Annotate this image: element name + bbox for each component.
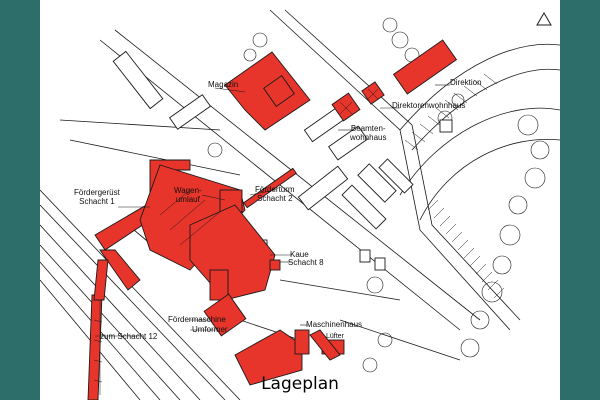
site-plan-drawing <box>40 9 560 400</box>
label-foerderturm-line2: Schacht 2 <box>256 194 293 203</box>
site-plan: Magazin Direktion Direktorenwohnhaus Bea… <box>40 0 560 400</box>
label-direktorenwohnhaus: Direktorenwohnhaus <box>392 101 466 110</box>
label-foerderturm: Förderturm Schacht 2 <box>255 185 295 203</box>
label-luefter: Lüfter <box>326 333 344 340</box>
label-kaue: Kaue <box>290 250 309 259</box>
label-magazin: Magazin <box>208 80 239 89</box>
triangle-north-icon <box>536 12 552 26</box>
label-foerdergeruest: Fördergerüst Schacht 1 <box>74 188 120 206</box>
label-wagenumlauf-line2: umlauf <box>175 195 200 204</box>
label-maschinenhaus: Maschinenhaus <box>306 320 363 329</box>
label-beamtenwohnhaus-line2: wohnhaus <box>350 133 387 142</box>
label-foerdermaschine: Fördermaschine <box>168 315 226 324</box>
building-hatching <box>93 88 379 395</box>
label-zum-schacht12: zum Schacht 12 <box>100 332 158 341</box>
label-foerdergeruest-line2: Schacht 1 <box>79 197 115 206</box>
label-wagenumlauf: Wagen- umlauf <box>174 186 202 204</box>
leader-lines <box>95 84 450 337</box>
rail-ties <box>404 73 505 299</box>
label-wagenumlauf-line1: Wagen- <box>174 186 202 195</box>
label-direktion: Direktion <box>450 78 482 87</box>
map-caption: Lageplan <box>261 374 339 394</box>
trees <box>207 17 550 373</box>
label-foerderturm-line1: Förderturm <box>255 185 295 194</box>
label-schacht8: Schacht 8 <box>288 258 324 267</box>
label-beamtenwohnhaus-line1: Beamten- <box>350 124 386 133</box>
label-beamtenwohnhaus: Beamten- wohnhaus <box>350 124 386 142</box>
label-umformer: Umformer <box>192 325 228 334</box>
label-foerdergeruest-line1: Fördergerüst <box>74 188 120 197</box>
